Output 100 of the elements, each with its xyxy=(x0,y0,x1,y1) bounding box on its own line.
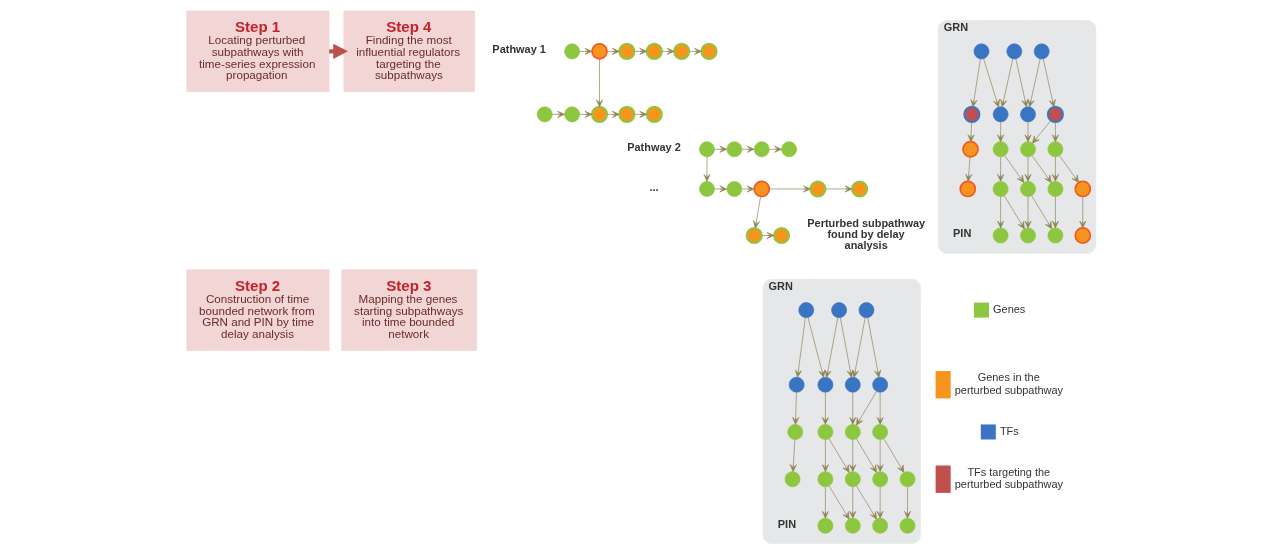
node-circle xyxy=(844,471,861,488)
arrow xyxy=(768,145,782,153)
node-circle xyxy=(563,43,580,60)
arrow xyxy=(855,438,877,473)
node-circle xyxy=(1019,141,1036,158)
node-circle xyxy=(871,471,888,488)
legend-label: Genes xyxy=(992,302,1025,315)
legend-label: Genes in the perturbed subpathway xyxy=(954,371,1063,396)
arrow xyxy=(807,317,825,378)
node-circle xyxy=(788,376,804,393)
node-circle xyxy=(817,471,833,488)
node-circle xyxy=(871,376,888,393)
node-circle xyxy=(726,181,742,197)
arrow xyxy=(999,58,1013,108)
arrow xyxy=(982,58,1000,108)
arrow xyxy=(1027,58,1041,108)
arrow xyxy=(1058,155,1079,183)
arrow xyxy=(903,486,911,519)
node-circle xyxy=(1047,227,1063,244)
cluster: GRN PIN xyxy=(762,279,921,544)
node-circle xyxy=(784,471,800,488)
arrow xyxy=(1031,155,1052,183)
node-circle xyxy=(817,376,833,393)
arrow xyxy=(851,317,866,378)
node-circle xyxy=(726,141,742,158)
arrow xyxy=(821,392,829,425)
node-circle xyxy=(1046,105,1064,123)
arrow xyxy=(606,110,620,118)
node-circle xyxy=(1047,181,1063,197)
node-circle xyxy=(752,180,770,198)
arrow xyxy=(761,232,774,239)
arrow xyxy=(794,317,806,378)
node-circle xyxy=(844,376,861,393)
node-circle xyxy=(871,517,888,534)
arrow xyxy=(633,110,647,118)
node-circle xyxy=(786,424,803,440)
arrow xyxy=(1024,196,1031,229)
arrow xyxy=(855,485,877,520)
node-circle xyxy=(590,43,608,60)
node-circle xyxy=(992,106,1008,123)
node-circle xyxy=(808,180,826,198)
arrow xyxy=(876,486,884,519)
arrow xyxy=(866,317,881,378)
arrow xyxy=(768,185,811,193)
node-circle xyxy=(590,105,608,123)
arrow xyxy=(1004,155,1024,183)
arrow xyxy=(713,145,727,153)
arrow xyxy=(996,121,1004,143)
arrow xyxy=(791,392,799,425)
arrow xyxy=(964,156,972,182)
node-circle xyxy=(844,517,861,534)
arrow xyxy=(551,110,565,118)
arrow xyxy=(595,58,603,108)
node-circle xyxy=(699,42,718,60)
arrow xyxy=(1051,156,1059,182)
node-circle xyxy=(780,141,797,158)
legend-label: TFs xyxy=(999,424,1019,437)
arrow xyxy=(821,439,829,472)
node-circle xyxy=(645,42,663,60)
node-circle xyxy=(672,42,690,60)
node-circle xyxy=(1019,227,1036,244)
arrow xyxy=(741,185,754,193)
arrow xyxy=(824,317,838,378)
legend-label: TFs targeting the perturbed subpathway xyxy=(954,465,1063,490)
arrow xyxy=(1024,156,1031,182)
node-box: Step 1 Locating perturbed subpathways with time-series expression propagation xyxy=(185,10,329,93)
node-circle xyxy=(899,471,915,488)
arrow xyxy=(824,185,852,193)
arrow xyxy=(876,439,884,472)
node-circle xyxy=(1019,181,1036,197)
arrow xyxy=(1051,196,1059,229)
node-circle xyxy=(958,180,976,198)
node-circle xyxy=(899,517,915,534)
node-circle xyxy=(536,106,553,123)
node-circle xyxy=(772,226,790,245)
arrow xyxy=(579,47,592,55)
node-circle xyxy=(797,302,814,318)
arrow xyxy=(1042,58,1056,108)
arrow xyxy=(703,156,710,182)
arrow xyxy=(752,196,761,229)
label: Pathway 1 xyxy=(491,43,546,56)
arrow xyxy=(661,47,674,55)
node-circle xyxy=(992,227,1008,244)
node-circle xyxy=(1033,43,1050,60)
node-circle xyxy=(745,226,763,245)
label: ... xyxy=(648,180,659,193)
arrow xyxy=(688,47,702,55)
node-circle xyxy=(698,141,715,158)
node-circle xyxy=(1005,43,1022,60)
arrow xyxy=(855,391,877,426)
node-circle xyxy=(817,424,833,440)
node-circle xyxy=(992,181,1008,197)
node-box: Step 4 Finding the most influential regulators targeting the subpathways xyxy=(343,10,475,93)
arrow xyxy=(1015,58,1028,108)
node-box: Step 2 Construction of time bounded network from GRN and PIN by time delay analysis xyxy=(185,269,329,351)
arrow xyxy=(633,47,647,55)
node-circle xyxy=(844,424,861,440)
arrow xyxy=(1031,120,1051,144)
node-circle xyxy=(698,181,715,197)
arrow xyxy=(1051,121,1059,143)
